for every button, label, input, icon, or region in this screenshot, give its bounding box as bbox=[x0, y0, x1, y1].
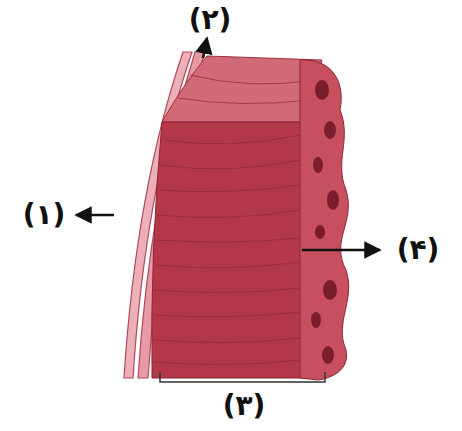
leader-arrow bbox=[203, 38, 207, 58]
trabecular-holes bbox=[311, 80, 339, 364]
muscle-top bbox=[162, 56, 322, 122]
endocardium bbox=[300, 60, 349, 380]
muscle-fibers bbox=[153, 75, 316, 365]
callout-number: (۱) bbox=[23, 201, 66, 229]
leader-arrow bbox=[76, 214, 114, 217]
callout-number: (۲) bbox=[189, 6, 232, 34]
bracket bbox=[160, 372, 325, 382]
myocardium bbox=[152, 122, 306, 378]
callout-number: (۳) bbox=[223, 392, 266, 420]
leader-arrow bbox=[302, 249, 380, 252]
callout-number: (۴) bbox=[397, 236, 440, 264]
